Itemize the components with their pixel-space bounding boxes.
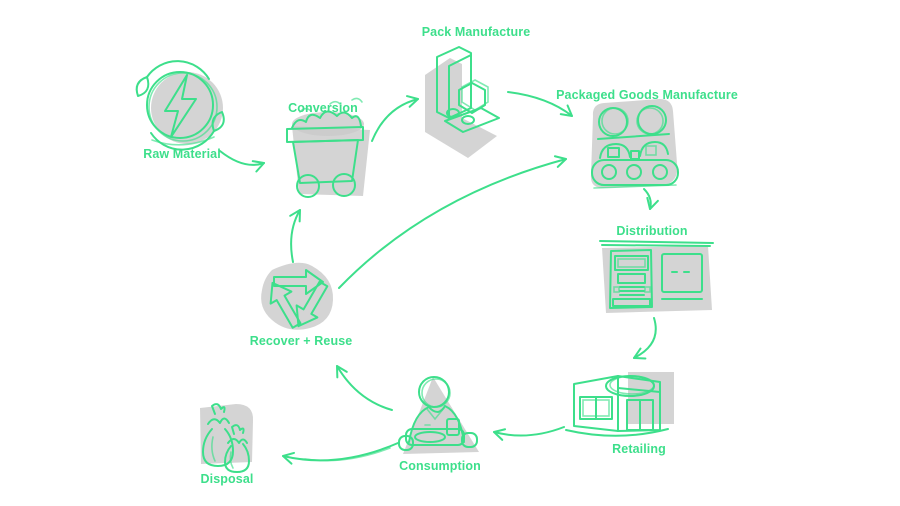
recycle-arrows-icon — [261, 262, 334, 330]
arrow-recover-to-packaged — [338, 155, 567, 289]
label-recover-reuse: Recover + Reuse — [249, 334, 353, 348]
trash-bags-icon — [200, 403, 254, 473]
production-line-icon — [590, 99, 679, 189]
arrow-recover-to-conversion — [289, 209, 301, 263]
label-consumption: Consumption — [399, 459, 481, 473]
truck-dock-icon — [599, 240, 714, 313]
arrow-packaged-to-distribution — [643, 188, 659, 210]
label-disposal: Disposal — [200, 472, 254, 486]
mine-cart-icon — [286, 97, 370, 198]
label-pack-manufacture: Pack Manufacture — [421, 25, 531, 39]
label-retailing: Retailing — [612, 442, 666, 456]
store-icon — [565, 372, 674, 437]
arrow-raw-to-conversion — [219, 150, 265, 173]
arrow-pack-to-packaged — [507, 91, 573, 117]
arrow-distribution-to-retailing — [633, 317, 657, 360]
label-distribution: Distribution — [616, 224, 688, 238]
arrow-consumption-to-disposal — [282, 442, 399, 465]
molding-machine-icon — [425, 46, 500, 158]
label-conversion: Conversion — [288, 101, 358, 115]
energy-recycle-leaf-icon — [135, 60, 225, 151]
person-eating-icon — [398, 376, 479, 454]
label-raw-material: Raw Material — [143, 147, 221, 161]
arrow-conversion-to-pack — [371, 95, 419, 142]
arrow-retailing-to-consumption — [493, 426, 565, 441]
arrow-consumption-to-recover — [336, 365, 393, 411]
label-packaged-goods-manufacture: Packaged Goods Manufacture — [556, 88, 738, 102]
